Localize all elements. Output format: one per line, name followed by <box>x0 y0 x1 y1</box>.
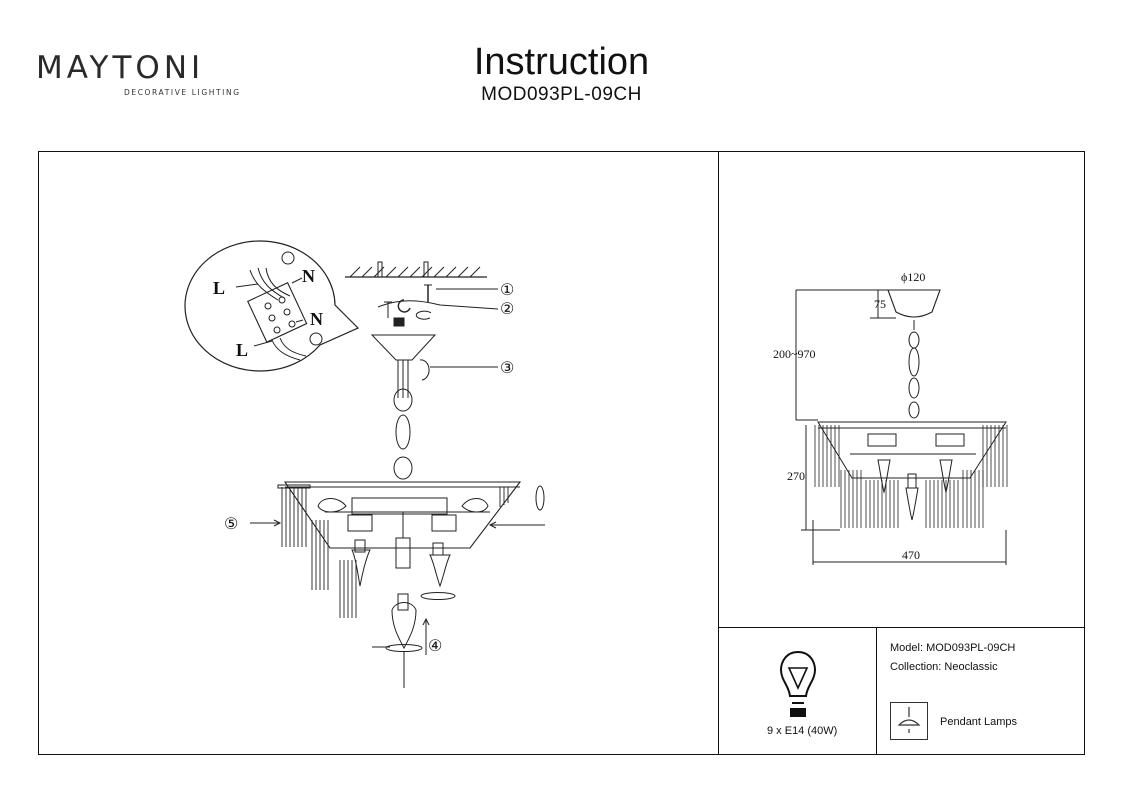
model-info: Model: MOD093PL-09CH <box>890 642 1016 654</box>
category-label: Pendant Lamps <box>940 716 1018 728</box>
step-2-label: ② <box>500 301 514 318</box>
wire-label-n1: N <box>302 266 315 286</box>
canopy-diameter-label: ϕ120 <box>901 270 926 284</box>
collection-info: Collection: Neoclassic <box>890 661 998 673</box>
brand-logo: MAYTONI DECORATIVE LIGHTING <box>36 50 241 97</box>
panel-divider-vertical <box>718 151 720 755</box>
wire-label-l2: L <box>236 340 248 360</box>
wiring-detail <box>184 240 360 372</box>
bulb-spec: 9 x E14 (40W) <box>767 725 838 737</box>
panel-divider-horizontal <box>718 627 1085 629</box>
body-height-label: 270 <box>787 469 805 483</box>
step-4-label: ④ <box>428 638 442 655</box>
info-divider <box>876 627 878 755</box>
header: Instruction MOD093PL-09CH <box>0 40 1123 106</box>
step-3-label: ③ <box>500 360 514 377</box>
brand-name: MAYTONI <box>36 50 205 86</box>
step-5-label: ⑤ <box>224 516 238 533</box>
page-title: Instruction <box>473 41 650 83</box>
step-1-label: ① <box>500 282 514 299</box>
wire-label-n2: N <box>310 309 323 329</box>
body-width-label: 470 <box>902 548 920 562</box>
model-code: MOD093PL-09CH <box>481 84 642 105</box>
pendant-lamp-icon <box>890 702 928 740</box>
bulb-icon <box>779 650 817 717</box>
instruction-frame <box>38 151 1085 755</box>
brand-tagline: DECORATIVE LIGHTING <box>124 88 241 97</box>
canopy-height-label: 75 <box>874 297 886 311</box>
hanging-height-label: 200~970 <box>773 347 816 361</box>
wire-label-l1: L <box>213 278 225 298</box>
